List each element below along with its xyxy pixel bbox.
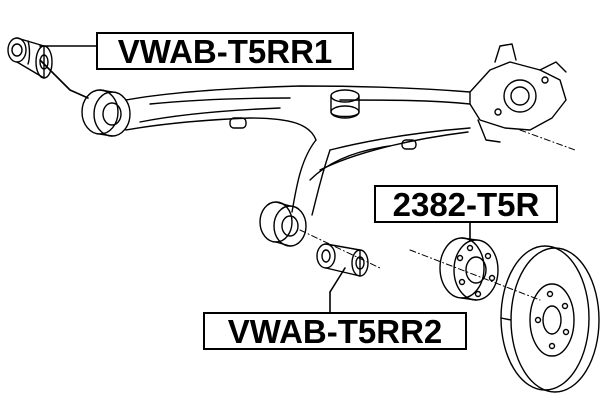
leader-line-rr1-bush xyxy=(39,59,89,99)
bushing-rr1-loose xyxy=(7,37,53,79)
axis-line-lower-bush xyxy=(299,229,381,269)
part-label-vwab-t5rr1: VWAB-T5RR1 xyxy=(96,32,354,70)
brake-disc xyxy=(500,245,600,393)
bushing-rr1-mounted xyxy=(81,89,131,137)
axis-lines xyxy=(299,129,576,301)
part-label-2382-t5r: 2382-T5R xyxy=(374,185,558,223)
control-arm xyxy=(125,85,471,216)
wheel-hub xyxy=(439,237,499,301)
leader-lines xyxy=(39,45,471,313)
part-label-vwab-t5rr2: VWAB-T5RR2 xyxy=(203,312,467,350)
axis-line-knuckle xyxy=(519,129,576,151)
bushing-rr2-loose xyxy=(316,243,369,277)
knuckle xyxy=(469,43,567,143)
axis-line-hub xyxy=(409,249,541,301)
bushing-rr2-mounted xyxy=(259,201,307,247)
